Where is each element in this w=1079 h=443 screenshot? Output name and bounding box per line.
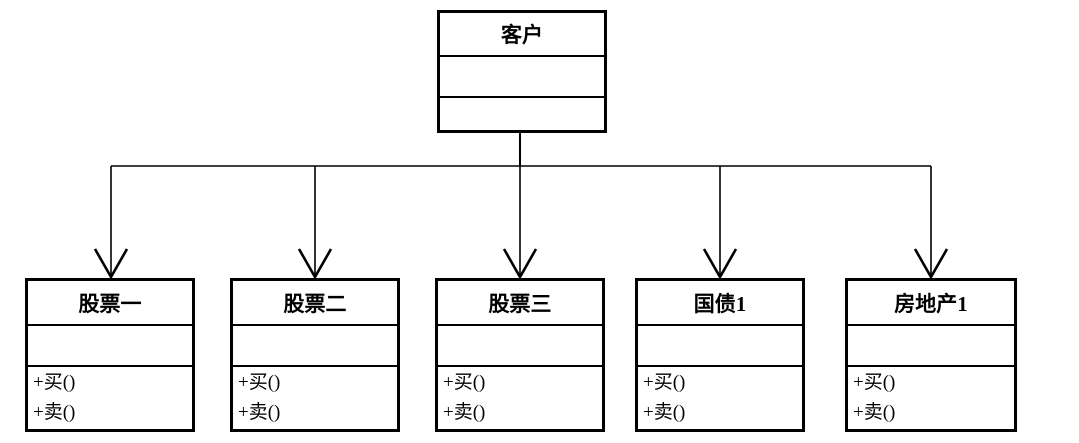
class-box-real-estate-1: 房地产1 +买() +卖() [845, 278, 1017, 432]
methods-compartment: +买() +卖() [638, 365, 802, 429]
class-box-treasury-bond-1: 国债1 +买() +卖() [635, 278, 805, 432]
arrowhead-down-icon [702, 248, 738, 280]
method-label: +卖() [643, 402, 686, 423]
arrowhead-down-icon [297, 248, 333, 280]
class-box-customer: 客户 [437, 10, 607, 133]
method-label: +买() [33, 372, 76, 393]
methods-compartment: +买() +卖() [438, 365, 602, 429]
method-label: +买() [853, 372, 896, 393]
class-title: 股票二 [283, 291, 347, 316]
attributes-compartment [28, 324, 192, 365]
method-label: +买() [643, 372, 686, 393]
methods-compartment: +买() +卖() [28, 365, 192, 429]
class-box-stock-2: 股票二 +买() +卖() [230, 278, 400, 432]
class-title: 国债1 [693, 291, 747, 316]
method-label: +卖() [443, 402, 486, 423]
methods-compartment [440, 96, 604, 130]
method-label: +卖() [853, 402, 896, 423]
attributes-compartment [233, 324, 397, 365]
methods-compartment: +买() +卖() [233, 365, 397, 429]
class-title: 客户 [501, 23, 543, 47]
class-title: 股票一 [78, 291, 142, 316]
method-label: +卖() [33, 402, 76, 423]
class-box-stock-3: 股票三 +买() +卖() [435, 278, 605, 432]
class-title: 房地产1 [894, 291, 968, 316]
class-box-stock-1: 股票一 +买() +卖() [25, 278, 195, 432]
class-title: 股票三 [488, 291, 552, 316]
attributes-compartment [438, 324, 602, 365]
arrowhead-down-icon [913, 248, 949, 280]
arrowhead-down-icon [502, 248, 538, 280]
method-label: +买() [443, 372, 486, 393]
attributes-compartment [638, 324, 802, 365]
arrowhead-down-icon [93, 248, 129, 280]
attributes-compartment [440, 55, 604, 96]
methods-compartment: +买() +卖() [848, 365, 1014, 429]
method-label: +买() [238, 372, 281, 393]
method-label: +卖() [238, 402, 281, 423]
attributes-compartment [848, 324, 1014, 365]
